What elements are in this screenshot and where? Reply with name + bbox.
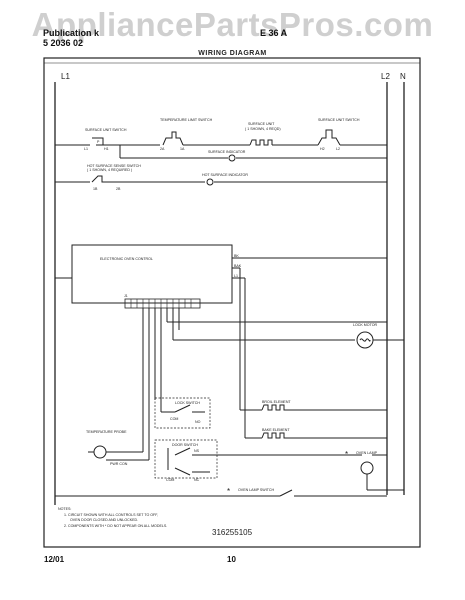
- door-switch-box: [154, 439, 218, 479]
- terminal-p: P: [97, 140, 100, 144]
- terminal-bak: BAK: [234, 264, 242, 268]
- hot-surface-sense-label: HOT SURFACE SENSE SWITCH: [87, 164, 141, 168]
- l1-label: L1: [61, 72, 70, 81]
- door-com: COM: [166, 478, 174, 482]
- watermark: AppliancePartsPros.com: [31, 6, 434, 43]
- door-ns: NS: [194, 449, 200, 453]
- terminal-l1-ctrl: L1: [234, 274, 238, 278]
- lock-com: COM: [170, 417, 178, 421]
- terminal-1b: 1B: [93, 187, 98, 191]
- hot-surface-indicator-label: HOT SURFACE INDICATOR: [202, 173, 248, 177]
- terminal-2a: 2A: [160, 147, 165, 151]
- electronic-oven-control-box: [71, 244, 233, 304]
- terminal-h2: H2: [320, 147, 325, 151]
- terminal-l1: L1: [84, 147, 88, 151]
- bake-element-label: BAKE ELEMENT: [262, 428, 290, 432]
- diagram-frame: [43, 57, 421, 548]
- oven-lamp-star: *: [345, 450, 348, 459]
- surface-indicator-label: SURFACE INDICATOR: [208, 150, 246, 154]
- temp-limit-switch-label: TEMPERATURE LIMIT SWITCH: [160, 118, 213, 122]
- note-2: 2. COMPONENTS WITH * DO NOT APPEAR ON AL…: [64, 524, 167, 528]
- hot-surface-sense-note: ( 1 SHOWN, 4 REQUIRED ): [87, 168, 132, 172]
- terminal-h1: H1: [104, 147, 109, 151]
- connector-j1: J1: [124, 294, 128, 298]
- footer-page: 10: [227, 555, 236, 564]
- pwr-con-label: PWR CON: [110, 462, 128, 466]
- surface-unit-switch-right-label: SURFACE UNIT SWITCH: [318, 118, 360, 122]
- lock-switch-label: LOCK SWITCH: [175, 401, 200, 405]
- note-1a: 1. CIRCUIT SHOWN WITH ALL CONTROLS SET T…: [64, 513, 158, 517]
- surface-unit-switch-left-label: SURFACE UNIT SWITCH: [85, 128, 127, 132]
- surface-unit-note: ( 1 SHOWN, 4 REQD): [245, 127, 281, 131]
- oven-lamp-switch-star: *: [227, 487, 230, 496]
- lock-motor-symbol: [356, 331, 374, 349]
- broil-element-label: BROIL ELEMENT: [262, 400, 291, 404]
- lock-switch-box: [154, 397, 211, 429]
- surface-unit-label: SURFACE UNIT: [248, 122, 275, 126]
- terminal-2b: 2B: [116, 187, 121, 191]
- l2-label: L2: [381, 72, 390, 81]
- publication-number: 5 2036 02: [43, 38, 84, 48]
- notes-title: NOTES:: [58, 507, 71, 511]
- lock-motor-label: LOCK MOTOR: [353, 323, 377, 327]
- door-switch-label: DOOR SWITCH: [172, 443, 198, 447]
- publication-label: Publication k: [43, 28, 100, 38]
- oven-lamp-switch-label: OVEN LAMP SWITCH: [238, 488, 274, 492]
- temperature-probe-label: TEMPERATURE PROBE: [86, 430, 127, 434]
- diagram-title: WIRING DIAGRAM: [198, 50, 267, 57]
- n-label: N: [400, 72, 406, 81]
- lock-no: NO: [195, 420, 201, 424]
- part-number: 316255105: [212, 528, 253, 537]
- note-1b: OVEN DOOR CLOSED AND UNLOCKED.: [70, 518, 138, 522]
- terminal-bk: BK: [234, 254, 239, 258]
- model-code: E 36 A: [260, 28, 288, 38]
- terminal-l2: L2: [336, 147, 340, 151]
- terminal-1a: 1A: [180, 147, 185, 151]
- electronic-oven-control-label: ELECTRONIC OVEN CONTROL: [100, 257, 153, 261]
- footer-date: 12/01: [44, 555, 65, 564]
- door-nc: NC: [194, 478, 200, 482]
- temperature-probe-symbol: [93, 445, 107, 459]
- oven-lamp-label: OVEN LAMP: [356, 451, 378, 455]
- oven-lamp-symbol: [360, 461, 374, 475]
